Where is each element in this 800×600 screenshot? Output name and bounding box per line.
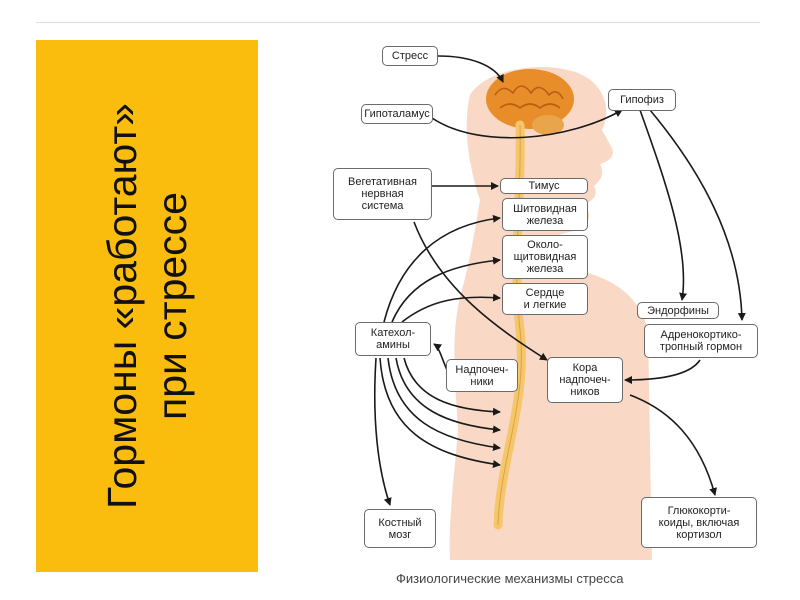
label-stress: Стресс	[382, 46, 438, 66]
label-adrenal-cortex: Кора надпочеч- ников	[547, 357, 623, 403]
label-acth: Адренокортико- тропный гормон	[644, 324, 758, 358]
arrow-cat-body1	[379, 357, 501, 468]
arrow-cat-bone	[373, 357, 392, 506]
cerebellum-shape	[532, 115, 564, 135]
arrow-stress-brain	[437, 55, 504, 83]
top-rule	[36, 22, 760, 23]
brain-folds	[494, 85, 564, 110]
arrow-cat-body2	[387, 357, 501, 452]
arrow-pituitary-endorphins	[639, 109, 688, 301]
label-endorphins: Эндорфины	[637, 302, 719, 319]
arrow-cat-parathyroid	[391, 256, 501, 323]
arrow-acth-cortex	[624, 359, 701, 384]
label-glucocorticoids: Глюкокорти- коиды, включая кортизол	[641, 497, 757, 548]
label-heart-lungs: Сердце и легкие	[502, 283, 588, 315]
label-parathyroid: Около- щитовидная железа	[502, 235, 588, 279]
arrow-cat-body4	[403, 357, 501, 416]
label-thymus: Тимус	[500, 178, 588, 194]
arrow-cat-thyroid	[383, 214, 501, 323]
label-bone-marrow: Костный мозг	[364, 509, 436, 548]
label-hypothalamus: Гипоталамус	[361, 104, 433, 124]
label-adrenal-glands: Надпочеч- ники	[446, 359, 518, 392]
arrow-pituitary-acth	[649, 109, 746, 321]
label-pituitary: Гипофиз	[608, 89, 676, 111]
figure-caption: Физиологические механизмы стресса	[396, 571, 624, 586]
arrow-hypothalamus-pituitary	[431, 109, 623, 139]
label-catecholamines: Катехол- амины	[355, 322, 431, 356]
arrow-cortex-glucocorticoids	[629, 394, 718, 496]
label-thyroid: Шитовидная железа	[502, 198, 588, 231]
arrow-cat-heart	[401, 293, 501, 323]
arrow-cat-body3	[395, 357, 501, 434]
brain-shape	[486, 69, 574, 129]
title-panel	[36, 40, 258, 572]
label-autonomic-system: Вегетативная нервная система	[333, 168, 432, 220]
arrow-autonomic-cortex	[413, 221, 548, 361]
